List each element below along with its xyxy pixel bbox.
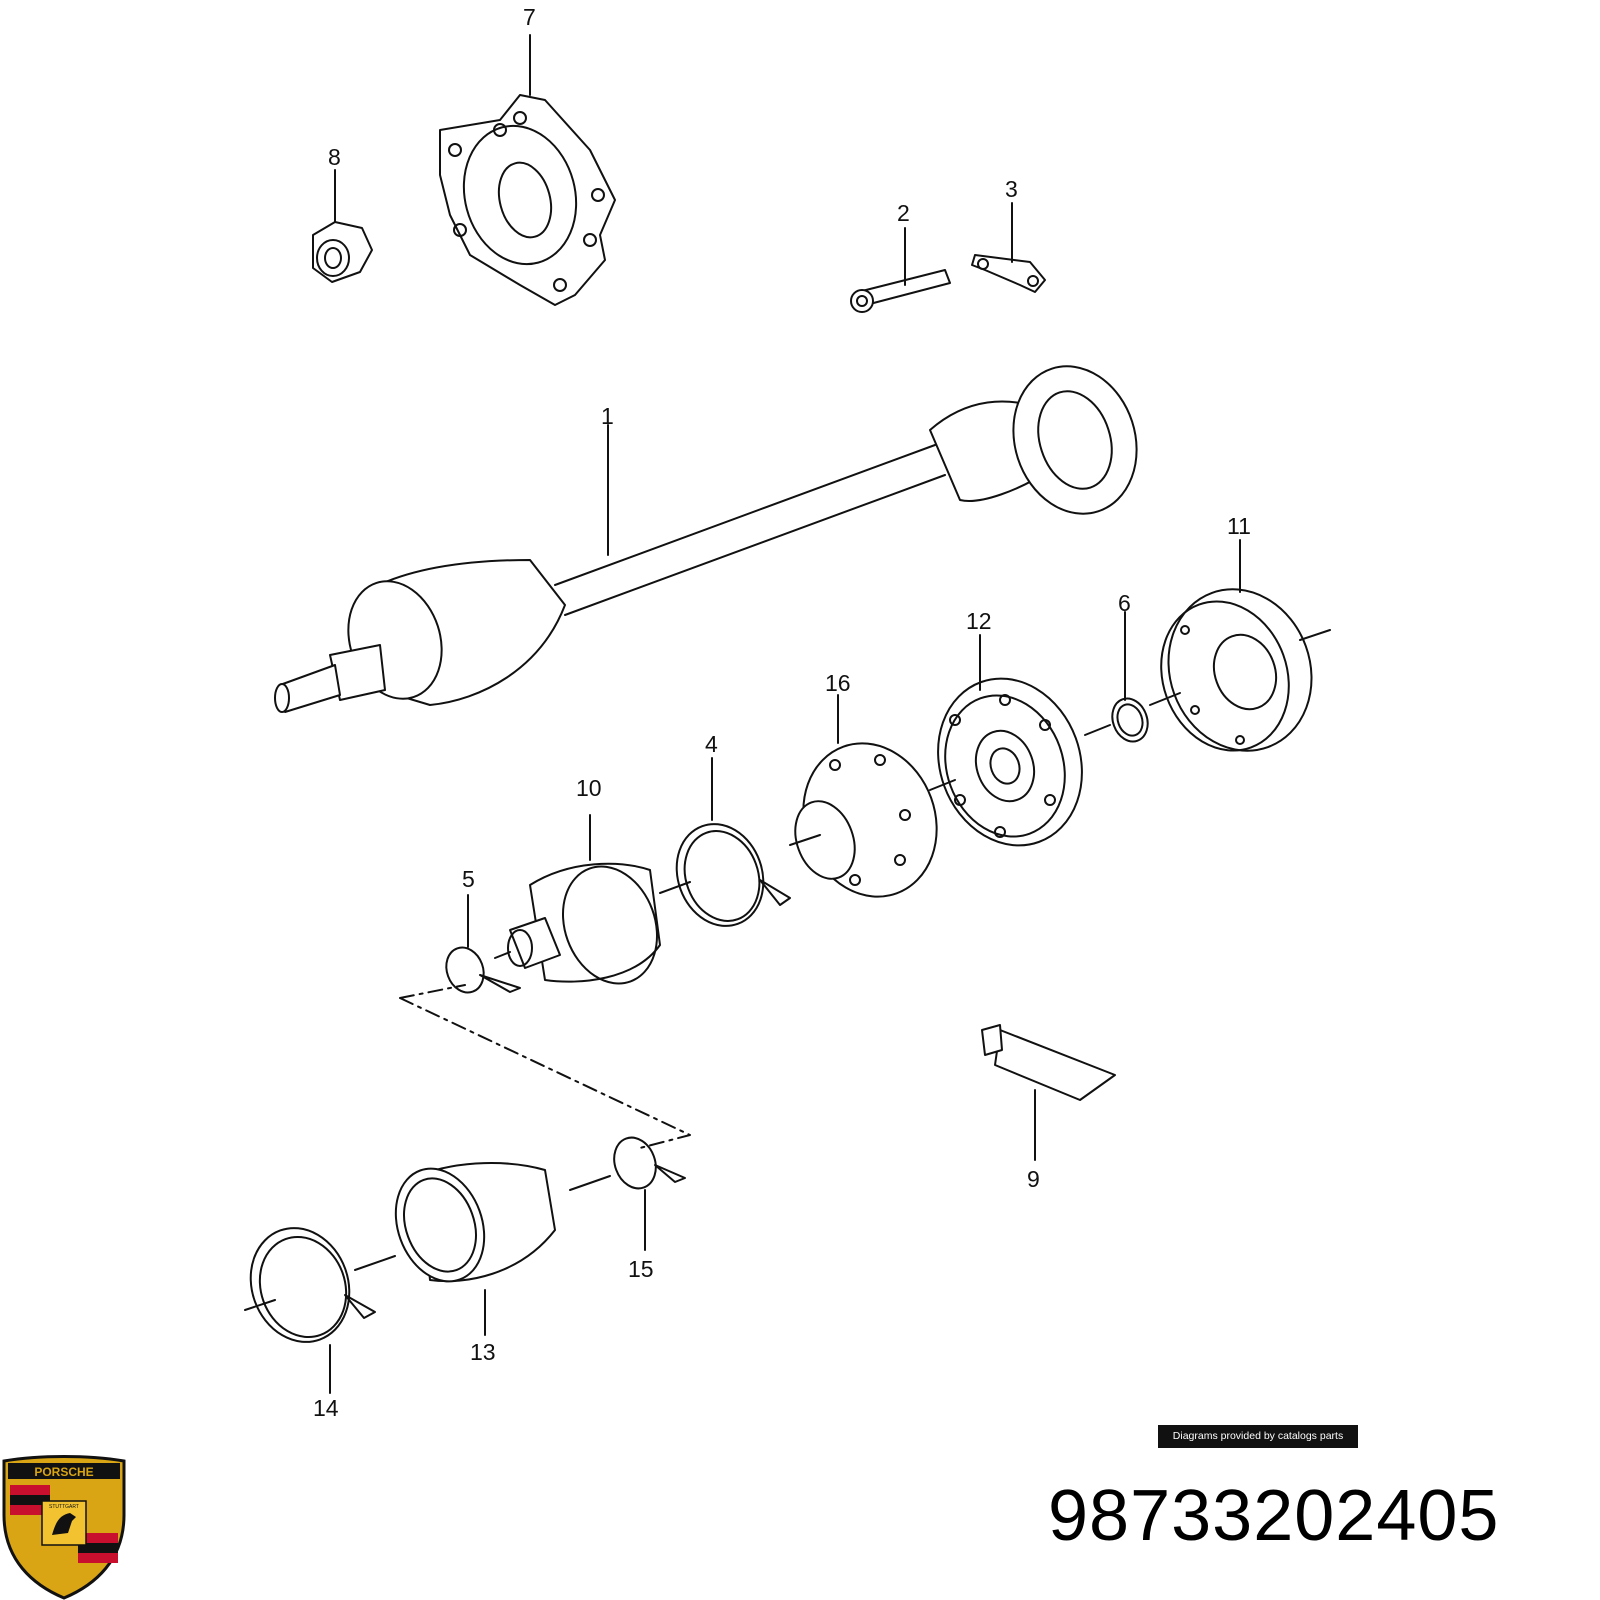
clamp-part-14 <box>249 1227 376 1343</box>
callout-8: 8 <box>328 144 341 170</box>
plate-part-3 <box>971 254 1046 293</box>
callout-10: 10 <box>576 775 602 801</box>
callout-9: 9 <box>1027 1166 1040 1192</box>
clamp-part-4 <box>675 823 791 927</box>
svg-text:PORSCHE: PORSCHE <box>34 1465 93 1479</box>
porsche-crest-logo: PORSCHE STUTTGART <box>2 1455 126 1600</box>
housing-part-16 <box>794 742 938 898</box>
callout-15: 15 <box>628 1256 654 1282</box>
part-number: 98733202405 <box>1048 1476 1500 1556</box>
circlip-part-6 <box>1111 697 1149 743</box>
callout-16: 16 <box>825 670 851 696</box>
drive-shaft-part-1 <box>274 365 1138 713</box>
grease-tube-part-9 <box>981 1024 1116 1101</box>
callout-2: 2 <box>897 200 910 226</box>
callout-6: 6 <box>1118 590 1131 616</box>
callout-11: 11 <box>1227 513 1251 539</box>
svg-text:STUTTGART: STUTTGART <box>49 1504 79 1510</box>
boot-part-13 <box>394 1162 556 1283</box>
bolt-part-2 <box>850 269 951 313</box>
callout-5: 5 <box>462 866 475 892</box>
callout-3: 3 <box>1005 176 1018 202</box>
cv-joint-part-12 <box>937 677 1083 847</box>
callout-13: 13 <box>470 1339 496 1365</box>
callout-7: 7 <box>523 4 536 30</box>
callout-12: 12 <box>966 608 992 634</box>
callout-1: 1 <box>601 403 614 429</box>
cover-part-11 <box>1160 588 1313 752</box>
clamp-part-15 <box>613 1136 686 1190</box>
callout-4: 4 <box>705 731 718 757</box>
diagram-credit-banner: Diagrams provided by catalogs parts <box>1158 1425 1358 1448</box>
flange-part-7 <box>439 94 616 306</box>
nut-part-8 <box>312 221 373 283</box>
clamp-part-5 <box>445 946 521 994</box>
callout-14: 14 <box>313 1395 339 1421</box>
boot-part-10 <box>507 862 661 985</box>
